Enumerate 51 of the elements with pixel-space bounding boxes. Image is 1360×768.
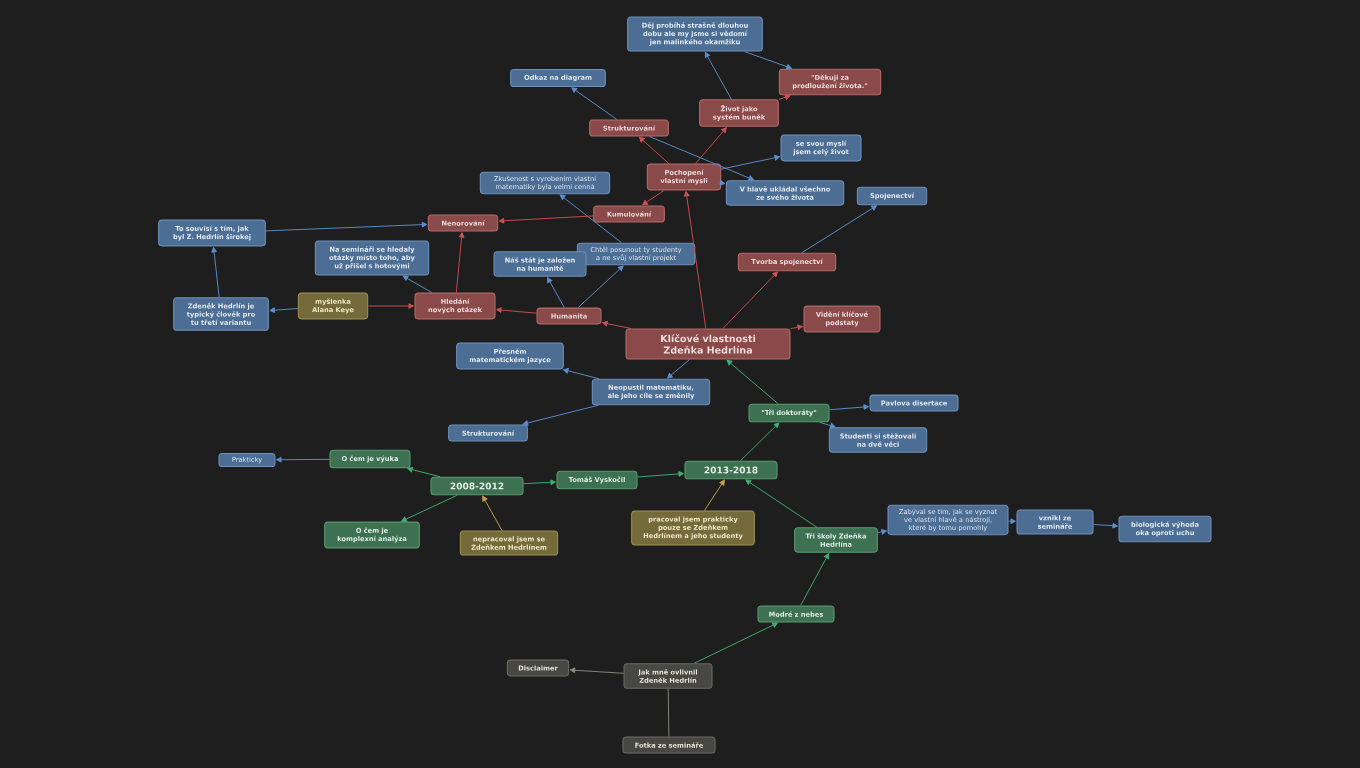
connector	[367, 303, 414, 309]
connector	[667, 359, 691, 379]
connector	[211, 246, 220, 298]
connector	[562, 368, 600, 380]
connector	[720, 154, 780, 170]
connector	[695, 127, 727, 165]
connector	[743, 51, 792, 70]
connector	[877, 529, 887, 535]
connector	[276, 456, 330, 463]
connector	[602, 320, 632, 329]
connector	[269, 307, 299, 313]
connector	[649, 136, 754, 181]
connector	[801, 205, 877, 254]
connector	[1093, 522, 1118, 529]
connector	[523, 479, 556, 486]
connector	[401, 494, 458, 522]
connector	[722, 271, 778, 329]
connector	[577, 265, 624, 309]
connector	[547, 277, 565, 309]
connector	[703, 479, 725, 512]
connector	[559, 194, 623, 244]
connector	[800, 553, 830, 606]
connector	[407, 466, 441, 478]
topic-box: Klíčové vlastnosti Zdeňka Hedrlína	[625, 328, 791, 360]
connector	[1008, 518, 1016, 524]
connector	[819, 421, 836, 429]
connector	[693, 622, 778, 664]
connector	[498, 215, 594, 224]
connector	[265, 221, 428, 232]
connector	[704, 51, 732, 100]
connector	[496, 307, 537, 314]
connector	[829, 404, 869, 411]
connector	[569, 667, 624, 674]
connector	[637, 471, 684, 478]
connector	[455, 232, 465, 294]
connector	[740, 422, 780, 462]
connector	[778, 94, 791, 100]
connector	[726, 359, 779, 405]
connector	[683, 190, 707, 329]
period-box: 2013-2018	[684, 460, 778, 480]
connector	[571, 87, 618, 120]
connector	[719, 179, 726, 186]
connector	[482, 495, 503, 531]
period-box: 2008-2012	[430, 476, 524, 496]
connector	[638, 136, 670, 165]
connector	[667, 688, 670, 737]
connector	[790, 324, 803, 330]
connector	[642, 189, 665, 206]
connector	[522, 404, 599, 426]
connector	[745, 479, 818, 528]
connector	[402, 275, 433, 294]
